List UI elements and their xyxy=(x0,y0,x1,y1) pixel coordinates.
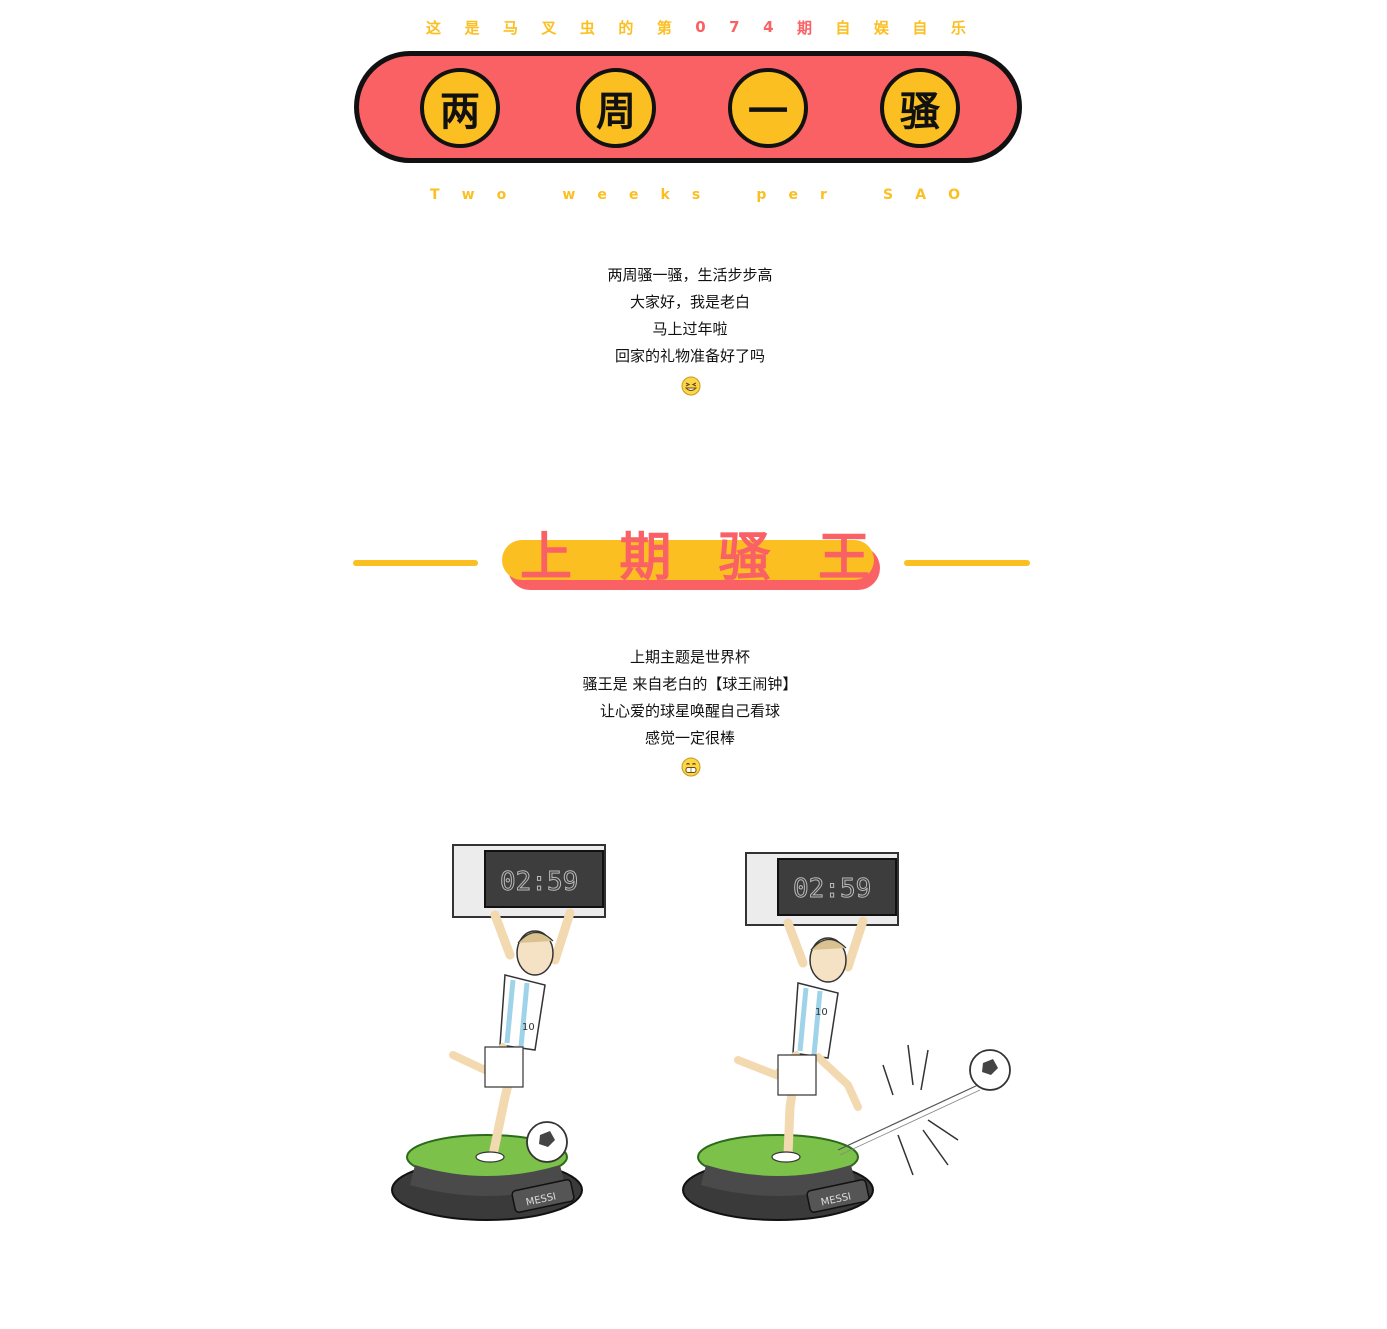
jersey-number: 10 xyxy=(815,1007,828,1018)
intro-paragraph: 两周骚一骚，生活步步高 大家好，我是老白 马上过年啦 回家的礼物准备好了吗 xyxy=(440,262,940,370)
winner-line: 骚王是 来自老白的【球王闹钟】 xyxy=(582,675,798,693)
title-char: 周 xyxy=(596,89,636,135)
english-char: k xyxy=(660,187,670,203)
issue-char: 虫 xyxy=(579,18,595,37)
section-pill xyxy=(502,540,874,580)
english-char: e xyxy=(788,187,798,203)
english-char: T xyxy=(430,187,440,203)
english-char: o xyxy=(496,187,507,203)
english-char: e xyxy=(628,187,639,203)
grinning-squint-emoji-icon xyxy=(681,376,701,396)
issue-char: 7 xyxy=(729,18,740,36)
issue-char: 娱 xyxy=(873,18,889,37)
title-char: 一 xyxy=(748,89,788,135)
title-badge: 一 xyxy=(728,68,808,148)
winner-line: 上期主题是世界杯 xyxy=(629,648,750,666)
clock-display: 02:59 xyxy=(500,867,578,897)
issue-char: 这 xyxy=(426,18,442,37)
intro-line: 两周骚一骚，生活步步高 xyxy=(607,266,773,284)
english-char: A xyxy=(915,187,927,203)
section-title-char: 期 xyxy=(619,527,672,588)
issue-char: 第 xyxy=(656,18,672,37)
english-char: e xyxy=(597,187,607,203)
issue-char: 马 xyxy=(502,18,518,37)
title-char: 两 xyxy=(440,89,480,135)
section-title-char: 上 xyxy=(520,527,573,588)
alarm-clock-figure-illustration-right: MESSI 02:59 10 xyxy=(682,852,1011,1221)
issue-char: 4 xyxy=(763,18,774,36)
issue-char: 的 xyxy=(618,18,634,37)
english-char: w xyxy=(461,187,475,203)
clock-display: 02:59 xyxy=(793,874,871,904)
english-char: s xyxy=(691,187,701,203)
title-badge: 骚 xyxy=(880,68,960,148)
issue-char: 是 xyxy=(464,18,480,37)
winner-paragraph: 上期主题是世界杯 骚王是 来自老白的【球王闹钟】 让心爱的球星唤醒自己看球 感觉… xyxy=(440,644,940,752)
title-char: 骚 xyxy=(900,89,940,135)
intro-line: 马上过年啦 xyxy=(652,320,728,338)
issue-char: 期 xyxy=(796,18,812,37)
issue-char: 0 xyxy=(695,18,706,36)
issue-char: 叉 xyxy=(541,18,557,37)
jersey-number: 10 xyxy=(522,1022,535,1033)
title-badge: 两 xyxy=(420,68,500,148)
english-char: p xyxy=(756,187,767,203)
english-char: r xyxy=(820,187,827,203)
intro-line: 回家的礼物准备好了吗 xyxy=(614,347,765,365)
section-title-char: 骚 xyxy=(718,527,771,588)
alarm-clock-figure-illustration-left: MESSI 02:59 10 xyxy=(391,844,606,1221)
winner-line: 让心爱的球星唤醒自己看球 xyxy=(599,702,780,720)
english-char: w xyxy=(562,187,576,203)
english-char: S xyxy=(883,187,894,203)
section-title: 上 期 骚 王 xyxy=(520,520,870,588)
grinning-emoji-icon xyxy=(681,757,701,777)
issue-char: 自 xyxy=(912,18,928,37)
english-char: O xyxy=(948,187,960,203)
issue-char: 自 xyxy=(835,18,851,37)
title-badge: 周 xyxy=(576,68,656,148)
winner-line: 感觉一定很棒 xyxy=(644,729,735,747)
section-divider-left xyxy=(353,560,478,566)
issue-subtitle: 这 是 马 叉 虫 的 第 0 7 4 期 自 娱 自 乐 xyxy=(426,16,966,38)
intro-line: 大家好，我是老白 xyxy=(629,293,750,311)
english-subtitle: T w o w e e k s p e r S A O xyxy=(430,185,960,205)
section-divider-right xyxy=(904,560,1030,566)
issue-char: 乐 xyxy=(950,18,966,37)
section-title-char: 王 xyxy=(817,527,870,588)
